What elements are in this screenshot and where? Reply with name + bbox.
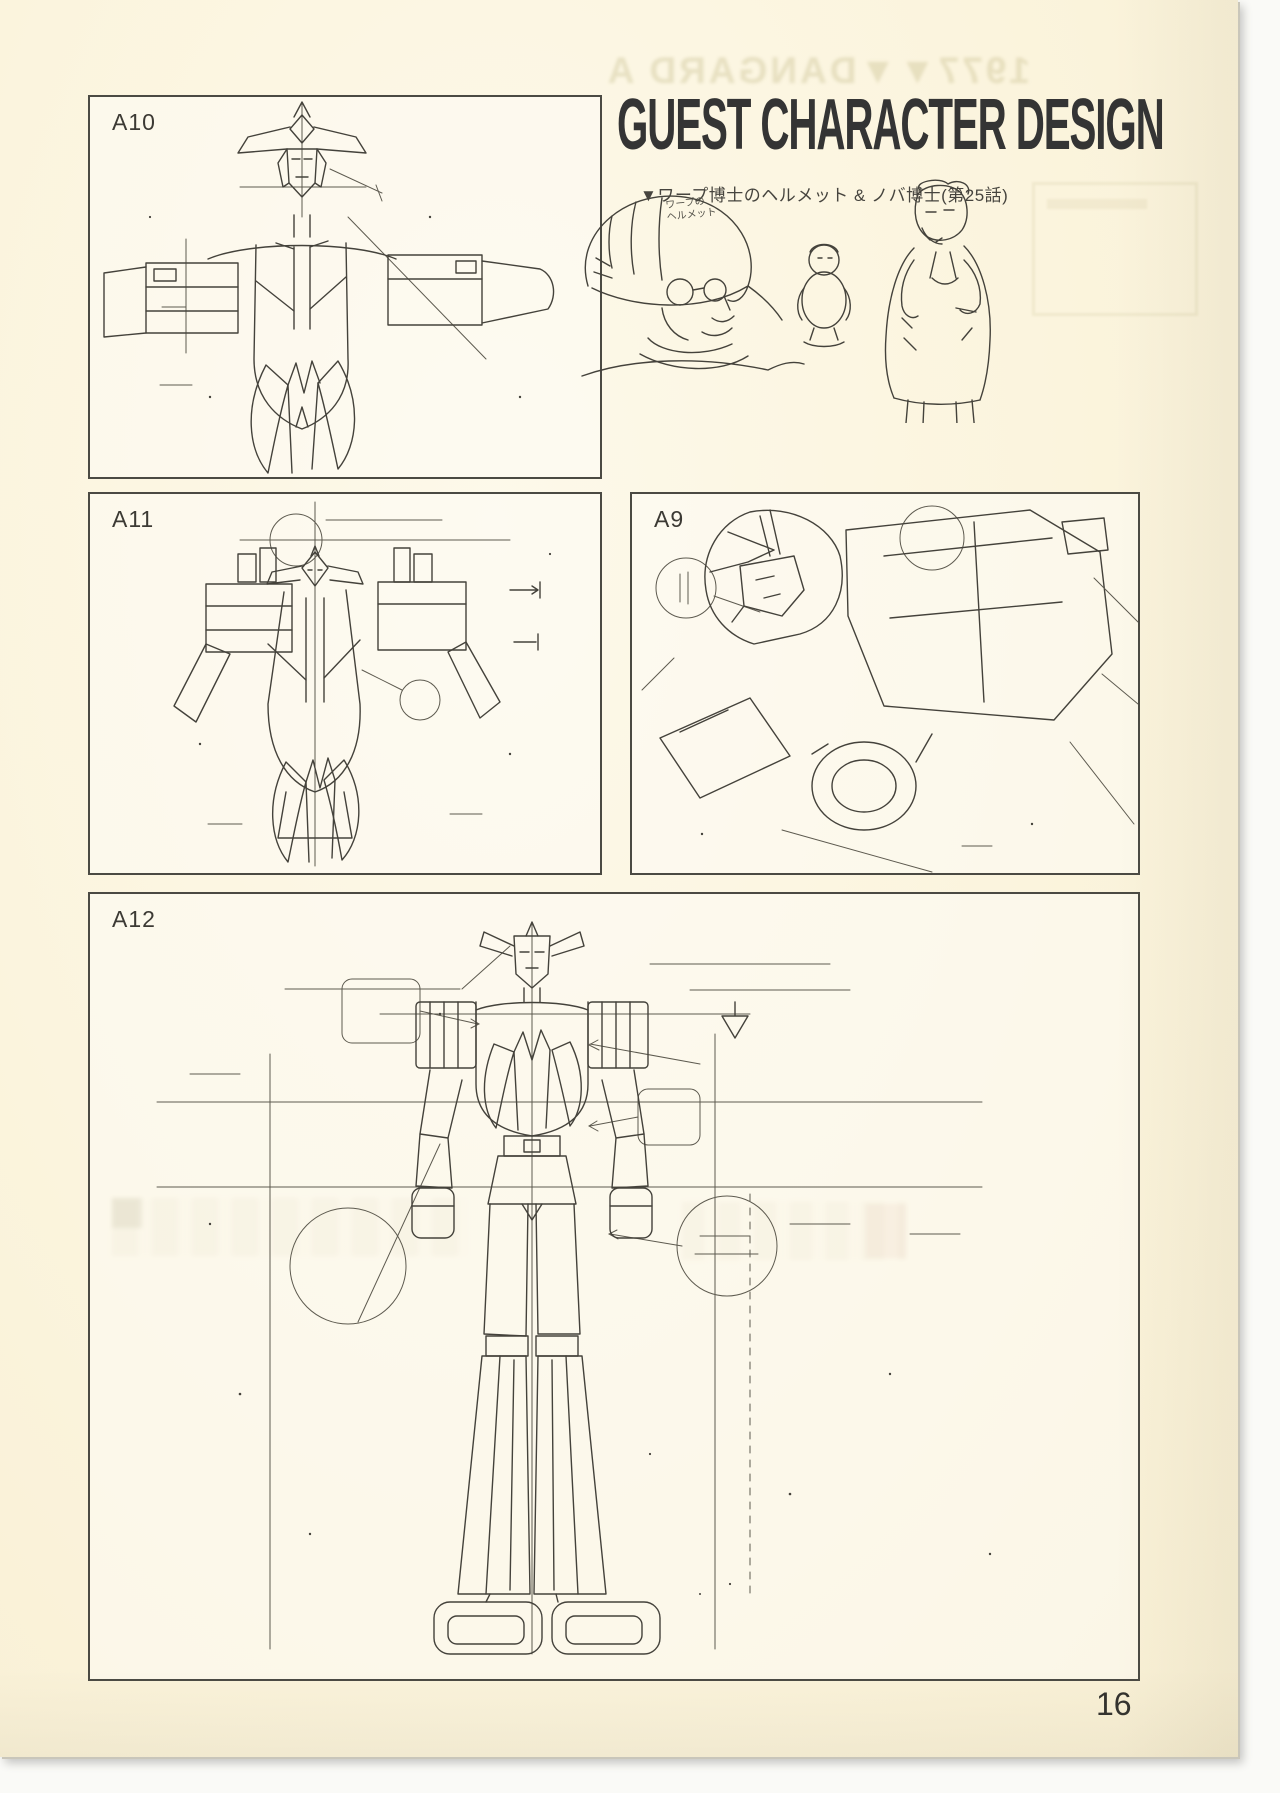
- guest-character-sketches: [581, 179, 991, 423]
- scanned-page: 1977▼▼DANGARD A A10: [0, 0, 1238, 1757]
- page-title: GUEST CHARACTER DESIGN: [617, 85, 1165, 165]
- helmeted-man-sketch: [581, 195, 805, 377]
- panel-a11: A11: [88, 492, 602, 875]
- panel-a10: A10: [88, 95, 602, 479]
- standing-old-man-sketch: [884, 179, 991, 423]
- panel-a12-label: A12: [112, 906, 156, 932]
- panel-a11-drawing: [173, 501, 552, 867]
- panel-a10-label: A10: [112, 109, 156, 135]
- panel-a9: A9: [630, 492, 1140, 875]
- panel-a10-drawing: [103, 101, 555, 474]
- panel-a12: A12: [88, 892, 1140, 1681]
- showthrough-frame: [1032, 182, 1198, 316]
- panel-a9-label: A9: [654, 506, 685, 532]
- panel-a9-drawing: [641, 505, 1138, 873]
- panel-a11-label: A11: [112, 506, 155, 532]
- panel-a12-drawing: [156, 921, 992, 1655]
- page-number: 16: [1096, 1686, 1132, 1722]
- small-figure-sketch: [797, 243, 851, 348]
